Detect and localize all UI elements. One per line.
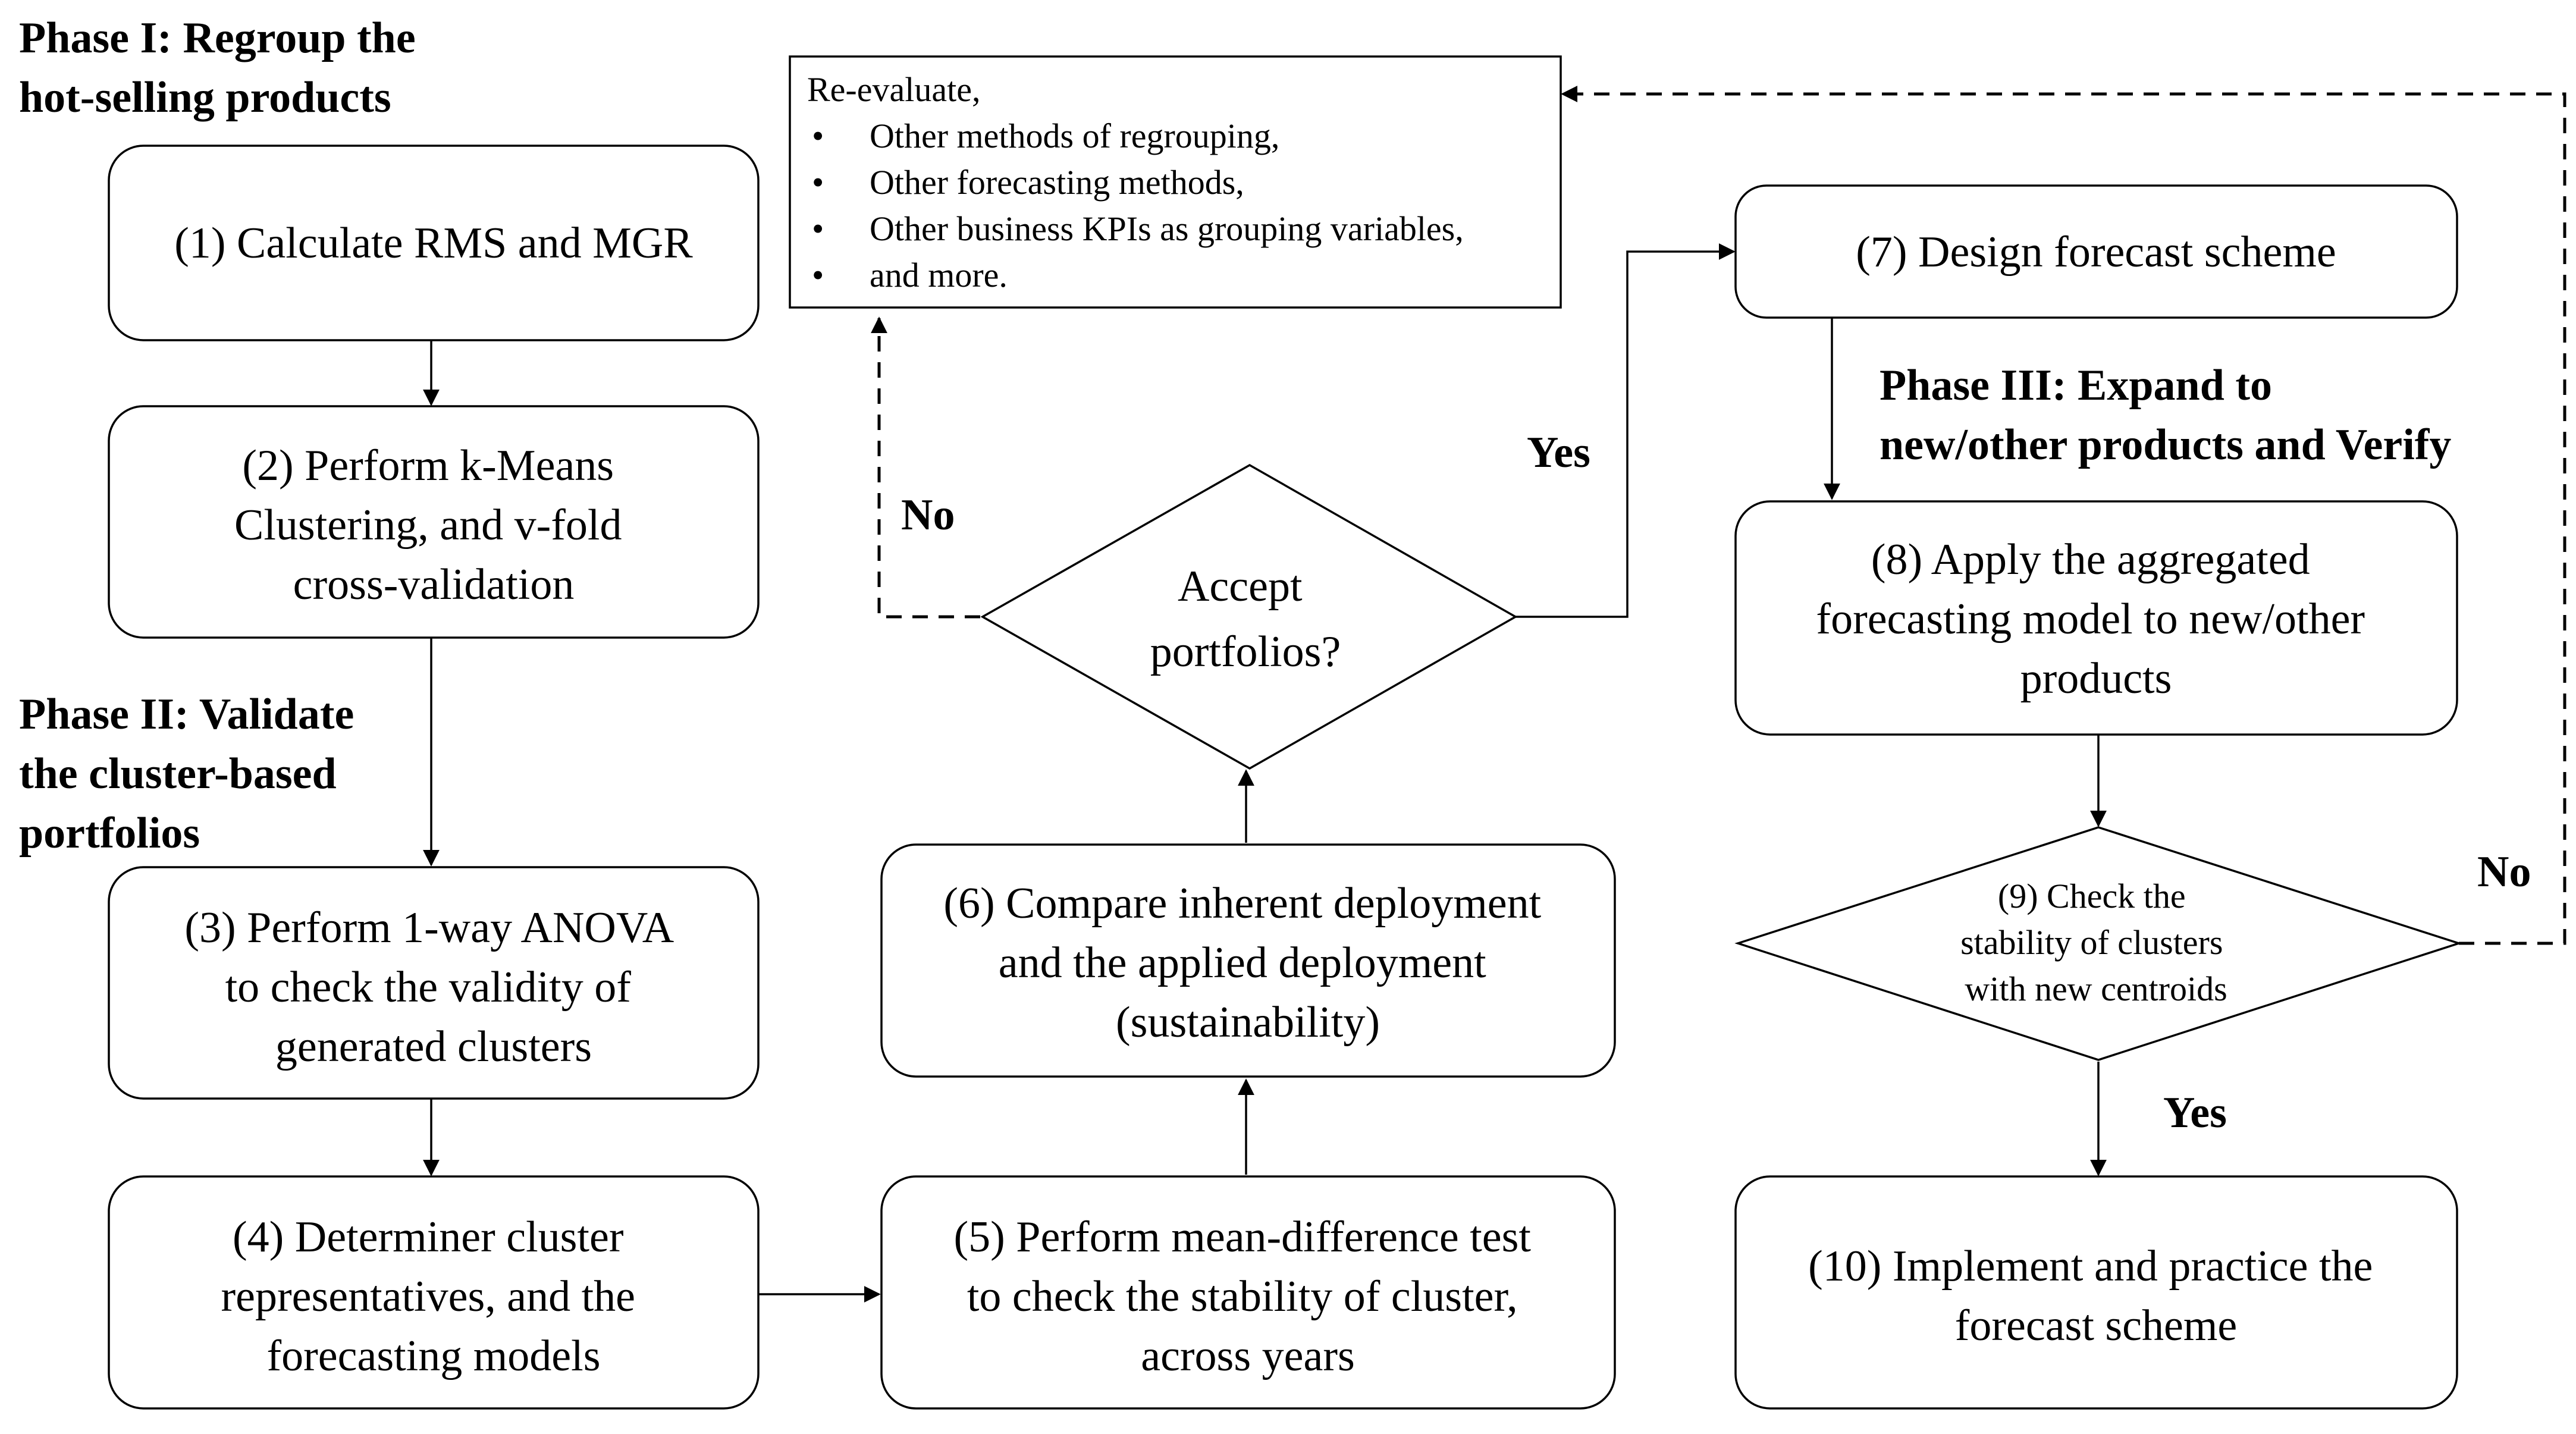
decision-accept-label: Accept portfolios? (1150, 562, 1341, 676)
step-4-label: (4) Determiner cluster representatives, … (221, 1213, 646, 1380)
reevaluate-bullet: • (812, 163, 824, 202)
reevaluate-item: Other forecasting methods, (870, 163, 1244, 202)
edges (423, 86, 2566, 1303)
step-10-box: (10) Implement and practice the forecast… (1734, 1175, 2458, 1410)
step-6-box: (6) Compare inherent deployment and the … (880, 843, 1616, 1078)
reevaluate-box: Re-evaluate, • Other methods of regroupi… (789, 55, 1562, 309)
reevaluate-heading: Re-evaluate, (807, 70, 980, 109)
edge-accept-yes-to-7 (1516, 243, 1736, 618)
step-8-label: (8) Apply the aggregated forecasting mod… (1816, 535, 2376, 703)
step-8-box: (8) Apply the aggregated forecasting mod… (1734, 500, 2458, 736)
step-7-box: (7) Design forecast scheme (1734, 184, 2458, 319)
step-2-label: (2) Perform k-Means Clustering, and v-fo… (234, 441, 633, 609)
reevaluate-bullet: • (812, 209, 824, 248)
reevaluate-item: Other business KPIs as grouping variable… (870, 209, 1464, 248)
reevaluate-item: and more. (870, 256, 1008, 294)
decision-check-label: (9) Check the stability of clusters with… (1960, 877, 2232, 1008)
edge-label-accept-yes: Yes (1527, 428, 1590, 477)
phase-3-label: Phase III: Expand to new/other products … (1880, 361, 2451, 469)
step-10-label: (10) Implement and practice the forecast… (1808, 1242, 2384, 1350)
edge-accept-no-to-reevaluate (871, 316, 980, 619)
decision-accept-portfolios: Accept portfolios? (980, 463, 1518, 770)
step-4-box: (4) Determiner cluster representatives, … (108, 1175, 760, 1410)
step-1-label: (1) Calculate RMS and MGR (174, 219, 693, 268)
edge-label-check-no: No (2477, 848, 2531, 896)
decision-check-stability: (9) Check the stability of clusters with… (1734, 826, 2462, 1061)
phase-1-label: Phase I: Regroup the hot-selling product… (19, 14, 426, 122)
step-7-label: (7) Design forecast scheme (1856, 228, 2336, 277)
reevaluate-item: Other methods of regrouping, (870, 117, 1279, 155)
step-1-box: (1) Calculate RMS and MGR (108, 145, 760, 341)
step-3-box: (3) Perform 1-way ANOVA to check the val… (108, 866, 760, 1100)
phase-2-label: Phase II: Validate the cluster-based por… (19, 690, 365, 858)
step-3-label: (3) Perform 1-way ANOVA to check the val… (184, 903, 682, 1071)
step-6-label: (6) Compare inherent deployment and the … (943, 879, 1552, 1047)
step-2-box: (2) Perform k-Means Clustering, and v-fo… (108, 405, 760, 639)
step-5-box: (5) Perform mean-difference test to chec… (880, 1175, 1616, 1410)
edge-9-no-to-reevaluate (1561, 86, 2566, 945)
edge-label-check-yes: Yes (2163, 1088, 2227, 1137)
edge-label-accept-no: No (901, 491, 955, 539)
reevaluate-bullet: • (812, 256, 824, 294)
step-5-label: (5) Perform mean-difference test to chec… (954, 1213, 1542, 1380)
reevaluate-list: • Other methods of regrouping, • Other f… (812, 117, 1464, 294)
reevaluate-bullet: • (812, 117, 824, 155)
